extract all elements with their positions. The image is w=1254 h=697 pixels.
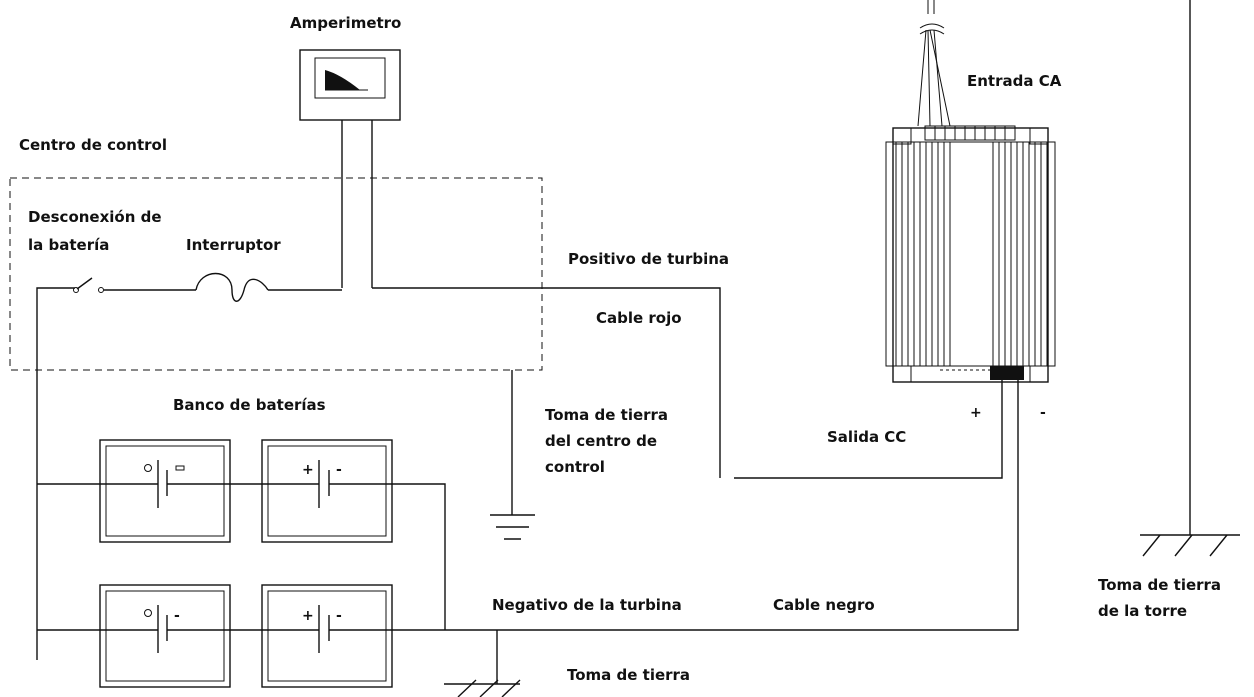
battery-2	[261, 439, 393, 543]
turbine-negative-label: Negativo de la turbina	[492, 596, 682, 614]
battery-1	[99, 439, 231, 543]
battery-2-minus: -	[336, 462, 342, 478]
battery-4-plus: +	[302, 608, 314, 624]
battery-disconnect-switch	[73, 287, 79, 293]
charge-controller	[885, 125, 1056, 383]
ac-input-wires	[917, 0, 951, 127]
heatsink-right	[992, 142, 1048, 366]
battery-disconnect-label-2: la batería	[28, 236, 109, 254]
dc-output-label: Salida CC	[827, 428, 906, 446]
control-ground-label-3: control	[545, 458, 605, 476]
main-ground	[444, 630, 521, 697]
positive-circuit	[36, 273, 721, 660]
red-cable-label: Cable rojo	[596, 309, 682, 327]
control-ground-label-2: del centro de	[545, 432, 657, 450]
dc-positive-symbol: +	[970, 405, 982, 421]
breaker-symbol	[195, 273, 269, 302]
ac-input-label: Entrada CA	[967, 72, 1062, 90]
ac-terminals	[924, 125, 1016, 141]
ammeter	[299, 49, 401, 288]
battery-3-minus: -	[174, 608, 180, 624]
control-ground-label-1: Toma de tierra	[545, 406, 668, 424]
battery-4	[261, 584, 393, 688]
tower-ground-label-2: de la torre	[1098, 602, 1187, 620]
turbine-positive-label: Positivo de turbina	[568, 250, 729, 268]
control-center-ground	[490, 370, 535, 540]
tower-ground-label-1: Toma de tierra	[1098, 576, 1221, 594]
battery-disconnect-label-1: Desconexión de	[28, 208, 162, 226]
ground-label: Toma de tierra	[567, 666, 690, 684]
control-center-box	[9, 177, 543, 371]
dc-negative-symbol: -	[1040, 405, 1046, 421]
dc-positive-wire	[734, 372, 1003, 479]
breaker-label: Interruptor	[186, 236, 281, 254]
dc-terminals	[940, 366, 1024, 380]
battery-bank-label: Banco de baterías	[173, 396, 326, 414]
control-center-label: Centro de control	[19, 136, 167, 154]
battery-4-minus: -	[336, 608, 342, 624]
battery-3	[99, 584, 231, 688]
ammeter-label: Amperimetro	[290, 14, 401, 32]
tower	[1140, 0, 1240, 557]
battery-2-plus: +	[302, 462, 314, 478]
heatsink-left	[895, 142, 951, 366]
black-cable-label: Cable negro	[773, 596, 875, 614]
battery-bank	[37, 374, 1019, 688]
